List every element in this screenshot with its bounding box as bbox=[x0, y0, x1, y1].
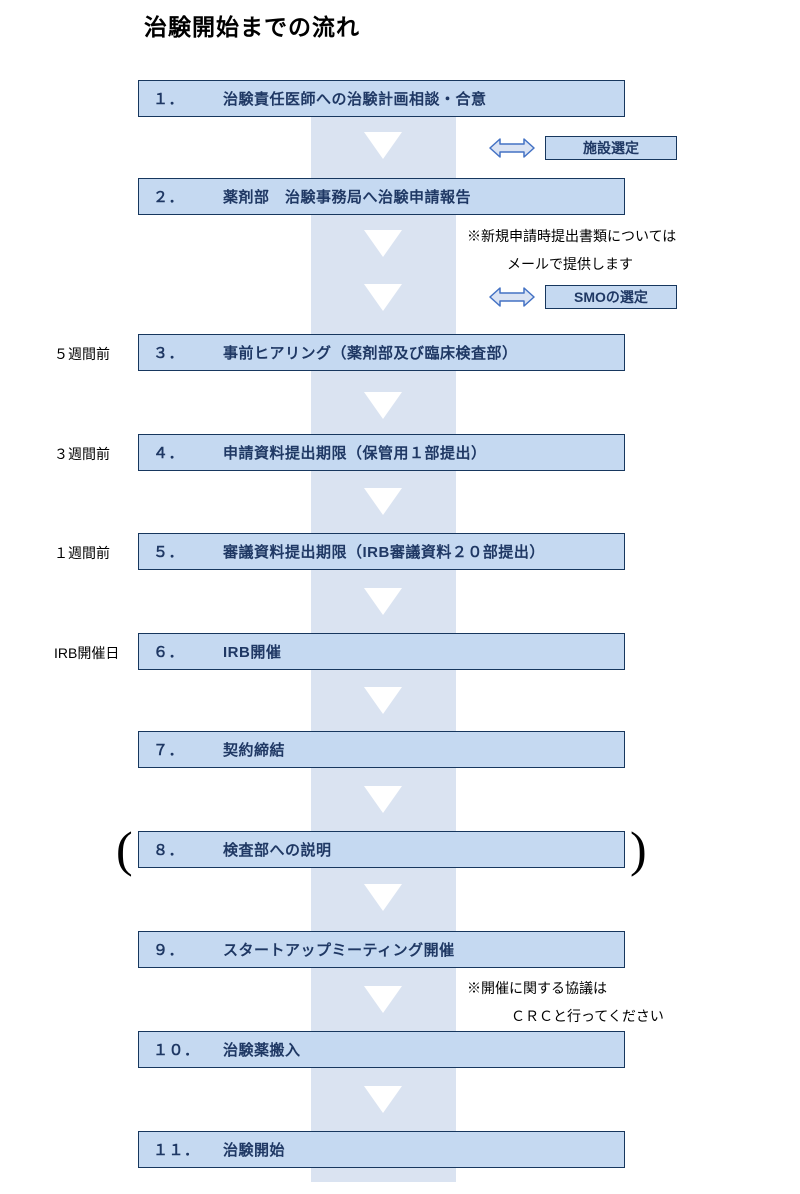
down-arrow-icon bbox=[364, 488, 402, 515]
step-box-10: １０． 治験薬搬入 bbox=[138, 1031, 625, 1068]
down-arrow-icon bbox=[364, 588, 402, 615]
down-arrow-icon bbox=[364, 230, 402, 257]
step-label: 治験責任医師への治験計画相談・合意 bbox=[223, 91, 487, 108]
down-arrow-icon bbox=[364, 132, 402, 159]
down-arrow-icon bbox=[364, 986, 402, 1013]
step-label: 契約締結 bbox=[223, 742, 286, 759]
step-box-3: ３． 事前ヒアリング（薬剤部及び臨床検査部） bbox=[138, 334, 625, 371]
timing-label-irb-day: IRB開催日 bbox=[54, 645, 120, 661]
step-label: 治験薬搬入 bbox=[223, 1042, 301, 1059]
down-arrow-icon bbox=[364, 392, 402, 419]
step-box-11: １１． 治験開始 bbox=[138, 1131, 625, 1168]
page-title: 治験開始までの流れ bbox=[144, 14, 360, 40]
note-new-application-line2: メールで提供します bbox=[507, 256, 633, 272]
step-label: 治験開始 bbox=[223, 1142, 286, 1159]
step-box-4: ４． 申請資料提出期限（保管用１部提出） bbox=[138, 434, 625, 471]
step-box-7: ７． 契約締結 bbox=[138, 731, 625, 768]
step-label: スタートアップミーティング開催 bbox=[223, 942, 455, 959]
step-number: ９． bbox=[153, 942, 185, 959]
step-label: 申請資料提出期限（保管用１部提出） bbox=[223, 445, 487, 462]
step-number: ６． bbox=[153, 644, 185, 661]
step-number: ７． bbox=[153, 742, 185, 759]
timing-label-1week: １週間前 bbox=[54, 545, 110, 561]
timing-label-3weeks: ３週間前 bbox=[54, 446, 110, 462]
side-box-facility-selection: 施設選定 bbox=[545, 136, 677, 160]
step-number: ８． bbox=[153, 842, 185, 859]
open-paren: ( bbox=[116, 821, 133, 877]
side-box-smo-selection: SMOの選定 bbox=[545, 285, 677, 309]
step-number: ５． bbox=[153, 544, 185, 561]
step-label: 事前ヒアリング（薬剤部及び臨床検査部） bbox=[223, 345, 518, 362]
step-box-9: ９． スタートアップミーティング開催 bbox=[138, 931, 625, 968]
step-number: ３． bbox=[153, 345, 185, 362]
side-box-label: SMOの選定 bbox=[574, 289, 648, 305]
step-label: 検査部への説明 bbox=[223, 842, 332, 859]
note-startup-meeting-line2: ＣＲＣと行ってください bbox=[511, 1008, 664, 1024]
note-startup-meeting-line1: ※開催に関する協議は bbox=[467, 980, 607, 996]
step-label: 審議資料提出期限（IRB審議資料２０部提出） bbox=[223, 544, 545, 561]
double-arrow-icon bbox=[489, 286, 535, 308]
step-label: IRB開催 bbox=[223, 644, 282, 661]
double-arrow-icon bbox=[489, 137, 535, 159]
close-paren: ) bbox=[630, 821, 647, 877]
down-arrow-icon bbox=[364, 1086, 402, 1113]
step-number: １． bbox=[153, 91, 185, 108]
step-box-5: ５． 審議資料提出期限（IRB審議資料２０部提出） bbox=[138, 533, 625, 570]
step-number: ２． bbox=[153, 189, 185, 206]
down-arrow-icon bbox=[364, 687, 402, 714]
timing-label-5weeks: ５週間前 bbox=[54, 346, 110, 362]
down-arrow-icon bbox=[364, 284, 402, 311]
step-box-8: ８． 検査部への説明 bbox=[138, 831, 625, 868]
down-arrow-icon bbox=[364, 786, 402, 813]
step-box-2: ２． 薬剤部 治験事務局へ治験申請報告 bbox=[138, 178, 625, 215]
step-number: １１． bbox=[153, 1142, 200, 1159]
step-label: 薬剤部 治験事務局へ治験申請報告 bbox=[223, 189, 472, 206]
step-number: ４． bbox=[153, 445, 185, 462]
down-arrow-icon bbox=[364, 884, 402, 911]
step-box-1: １． 治験責任医師への治験計画相談・合意 bbox=[138, 80, 625, 117]
side-box-label: 施設選定 bbox=[583, 140, 639, 156]
step-number: １０． bbox=[153, 1042, 200, 1059]
step-box-6: ６． IRB開催 bbox=[138, 633, 625, 670]
note-new-application-line1: ※新規申請時提出書類については bbox=[467, 228, 677, 244]
